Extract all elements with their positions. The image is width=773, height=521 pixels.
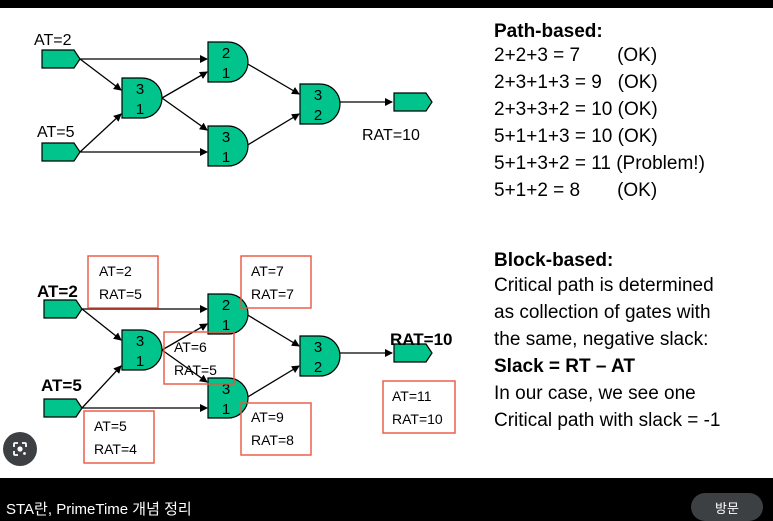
timing-rat: RAT=4 [94,441,137,457]
timing-rat: RAT=8 [251,432,294,448]
timing-rat: RAT=10 [392,411,443,427]
path-line: 2+3+1+3 = 9 (OK) [494,72,658,93]
path-line: 5+1+1+3 = 10 (OK) [494,126,658,147]
timing-at: AT=9 [251,409,284,425]
block-line: In our case, we see one [494,383,696,404]
gate-delay: 2 [222,297,230,314]
path-line: 5+1+2 = 8 (OK) [494,180,658,201]
path-based-title: Path-based: [494,21,603,42]
top-circuit: 2 1 3 1 3 1 3 2 AT=2 AT=5 RAT=10 [34,32,433,167]
timing-rat: RAT=5 [99,286,142,302]
timing-box [87,255,159,309]
timing-box [83,410,155,464]
timing-at: AT=2 [99,263,132,279]
slide: 2 1 3 1 3 1 3 2 AT=2 AT=5 RAT=10 [0,8,773,478]
visit-button[interactable]: 방문 [691,493,763,521]
timing-box [240,402,312,456]
gate-delay: 3 [136,81,144,98]
input-at-label: AT=5 [37,124,75,141]
gate-delay: 3 [222,129,230,146]
block-line: Critical path with slack = -1 [494,410,721,431]
path-line: 5+1+3+2 = 11 (Problem!) [494,153,705,174]
input-at-label: AT=2 [34,32,72,49]
gate-delay: 1 [136,101,144,118]
timing-rat: RAT=7 [251,286,294,302]
timing-box [240,255,312,309]
gate-delay: 3 [222,381,230,398]
lens-icon [13,442,27,456]
and-gate [207,293,249,335]
block-line: the same, negative slack: [494,329,709,350]
path-line: 2+2+3 = 7 (OK) [494,45,658,66]
timing-at: AT=5 [94,418,127,434]
and-gate [121,77,163,119]
gate-delay: 3 [314,339,322,356]
input-port [41,142,81,162]
bottom-circuit: 2 1 3 1 3 1 3 2 AT=2 AT=5 RAT=10 [37,255,456,464]
slack-formula: Slack = RT – AT [494,356,635,377]
lens-search-button[interactable] [3,432,37,466]
image-caption[interactable]: STA란, PrimeTime 개념 정리 [6,501,192,518]
timing-rat: RAT=5 [174,362,217,378]
and-gate [299,335,341,377]
timing-diagram: 2 1 3 1 3 1 3 2 AT=2 AT=5 RAT=10 [34,32,456,464]
timing-at: AT=11 [392,388,432,404]
timing-box [163,331,235,385]
gate-delay: 1 [222,65,230,82]
timing-box [382,380,456,434]
output-rat-label: RAT=10 [390,330,453,349]
input-port [41,49,81,69]
timing-at: AT=7 [251,263,284,279]
timing-at: AT=6 [174,339,207,355]
path-line: 2+3+3+2 = 10 (OK) [494,99,658,120]
and-gate [121,329,163,371]
input-port [43,299,83,319]
gate-delay: 2 [314,107,322,124]
block-based-title: Block-based: [494,250,614,271]
gate-delay: 1 [222,149,230,166]
block-line: Critical path is determined [494,275,714,296]
gate-delay: 3 [314,87,322,104]
gate-delay: 1 [136,353,144,370]
and-gate [207,125,249,167]
gate-delay: 2 [314,359,322,376]
gate-delay: 1 [222,401,230,418]
and-gate [299,83,341,125]
input-at-label: AT=5 [41,376,82,395]
gate-delay: 1 [222,317,230,334]
gate-delay: 3 [136,333,144,350]
output-port [393,343,433,363]
and-gate [207,41,249,83]
input-at-label: AT=2 [37,282,78,301]
gate-delay: 2 [222,45,230,62]
block-line: as collection of gates with [494,302,711,323]
output-rat-label: RAT=10 [362,127,420,144]
input-port [43,398,83,418]
output-port [393,92,433,112]
